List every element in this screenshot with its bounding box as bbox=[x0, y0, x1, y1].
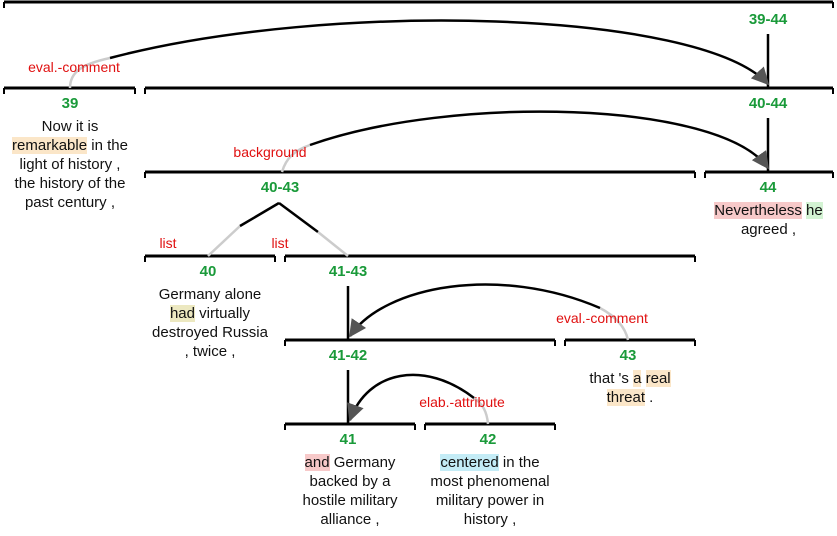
segment-line: alliance , bbox=[280, 510, 420, 529]
relation-label-eval-comment-mid: eval.-comment bbox=[556, 310, 648, 326]
segment-token: history , bbox=[463, 511, 517, 528]
segment-line: backed by a bbox=[280, 472, 420, 491]
highlighted-token: and bbox=[304, 454, 330, 471]
segment-token: , twice , bbox=[184, 343, 236, 360]
segment-line: destroyed Russia bbox=[140, 323, 280, 342]
segment-token: backed by a bbox=[309, 473, 391, 490]
segment-line: centered in the bbox=[420, 453, 560, 472]
segment-token: that 's bbox=[589, 370, 634, 387]
segment-token: the history of the bbox=[14, 175, 126, 192]
highlighted-token: a bbox=[633, 370, 642, 387]
highlighted-token: he bbox=[806, 202, 823, 219]
segment-token: past century , bbox=[24, 194, 116, 211]
node-id-41-42: 41-42 bbox=[329, 347, 367, 364]
arc-background bbox=[309, 110, 770, 170]
node-id-39: 39 bbox=[62, 95, 79, 112]
segment-line: had virtually bbox=[140, 304, 280, 323]
segment-line: past century , bbox=[0, 193, 140, 212]
segment-token: . bbox=[645, 389, 654, 406]
segment-line: Germany alone bbox=[140, 285, 280, 304]
segment-token: Now it is bbox=[41, 118, 99, 135]
segment-token: in the bbox=[498, 454, 540, 471]
segment-token: agreed , bbox=[740, 221, 797, 238]
segment-line: history , bbox=[420, 510, 560, 529]
segment-line: hostile military bbox=[280, 491, 420, 510]
segment-token: military power in bbox=[435, 492, 545, 509]
node-id-43: 43 bbox=[620, 347, 637, 364]
segment-line: the history of the bbox=[0, 174, 140, 193]
span-bars bbox=[4, 0, 833, 426]
segment-token: Germany alone bbox=[158, 286, 262, 303]
segment-line: agreed , bbox=[700, 220, 837, 239]
arc-eval-comment-mid-tail bbox=[599, 306, 630, 341]
span-bar-ticks bbox=[3, 2, 834, 430]
segment-token: Germany bbox=[329, 454, 396, 471]
arc-background-tail bbox=[280, 143, 311, 173]
node-id-41-43: 41-43 bbox=[329, 263, 367, 280]
node-id-40: 40 bbox=[200, 263, 217, 280]
segment-line: and Germany bbox=[280, 453, 420, 472]
segment-line: remarkable in the bbox=[0, 136, 140, 155]
segment-token: light of history , bbox=[19, 156, 121, 173]
relation-label-elab-attribute: elab.-attribute bbox=[419, 394, 505, 410]
arc-eval-comment-top-tail bbox=[68, 56, 111, 89]
segment-token bbox=[641, 370, 645, 387]
segment-line: Nevertheless he bbox=[700, 201, 837, 220]
segment-line: threat . bbox=[560, 388, 700, 407]
segment-line: most phenomenal bbox=[420, 472, 560, 491]
arc-elab-attribute bbox=[347, 373, 475, 422]
relation-label-background: background bbox=[233, 144, 306, 160]
segment-token: alliance , bbox=[320, 511, 380, 528]
arc-eval-comment-mid bbox=[348, 283, 601, 338]
highlighted-token: Nevertheless bbox=[714, 202, 802, 219]
segment-token: virtually bbox=[195, 305, 251, 322]
list-connector bbox=[207, 201, 349, 257]
highlighted-token: threat bbox=[606, 389, 645, 406]
relation-label-eval-comment-top: eval.-comment bbox=[28, 59, 120, 75]
segment-token: in the bbox=[87, 137, 128, 154]
node-id-40-43: 40-43 bbox=[261, 179, 299, 196]
segment-token: most phenomenal bbox=[430, 473, 550, 490]
segment-line: military power in bbox=[420, 491, 560, 510]
segment-line: that 's a real bbox=[560, 369, 700, 388]
node-id-44: 44 bbox=[760, 179, 777, 196]
node-id-42: 42 bbox=[480, 431, 497, 448]
highlighted-token: had bbox=[169, 305, 195, 322]
relation-label-list-right: list bbox=[271, 235, 288, 251]
highlighted-token: centered bbox=[440, 454, 499, 471]
node-id-40-44: 40-44 bbox=[749, 95, 788, 112]
segment-token: hostile military bbox=[302, 492, 398, 509]
arc-eval-comment-top bbox=[109, 19, 770, 86]
relation-arcs bbox=[68, 19, 770, 425]
segment-line: Now it is bbox=[0, 117, 140, 136]
segment-token: destroyed Russia bbox=[152, 324, 268, 341]
highlighted-token: remarkable bbox=[12, 137, 88, 154]
relation-label-list-left: list bbox=[159, 235, 176, 251]
segment-line: , twice , bbox=[140, 342, 280, 361]
node-id-39-44: 39-44 bbox=[749, 11, 788, 28]
highlighted-token: real bbox=[645, 370, 671, 387]
arc-elab-attribute-tail bbox=[473, 396, 490, 425]
node-id-41: 41 bbox=[340, 431, 357, 448]
segment-line: light of history , bbox=[0, 155, 140, 174]
